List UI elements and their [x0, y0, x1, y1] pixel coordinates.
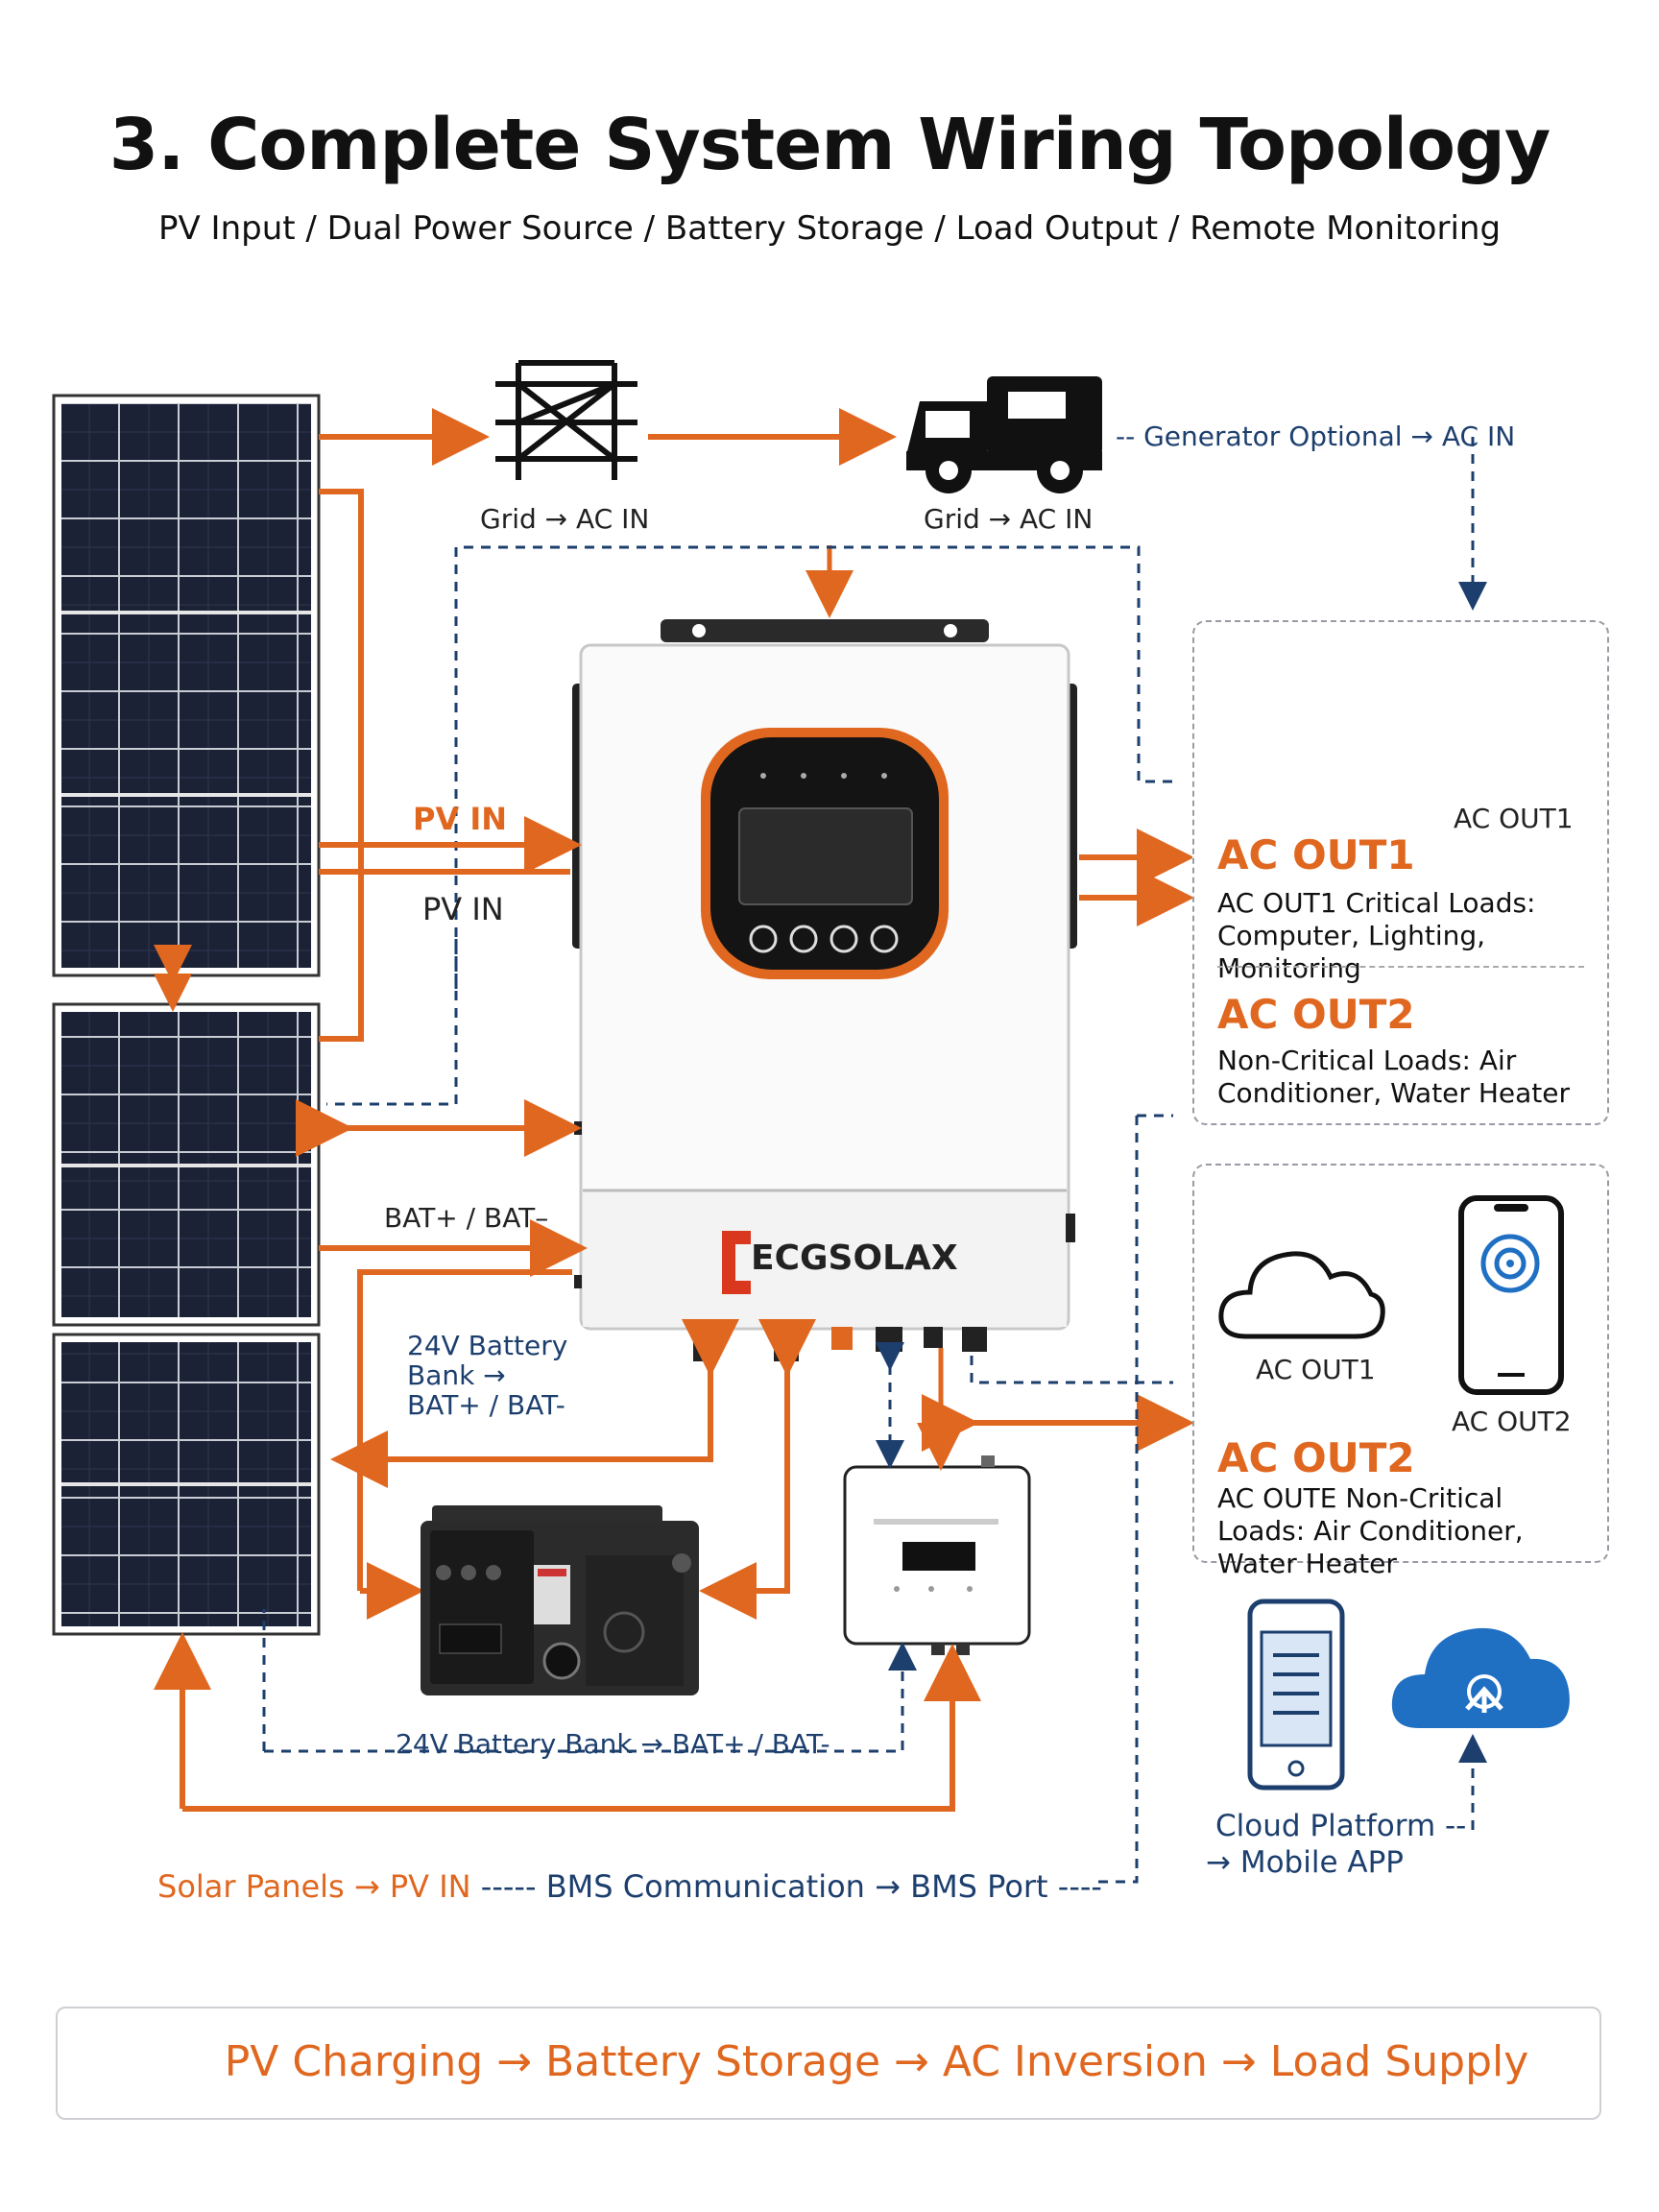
inverter-brand: ECGSOLAX	[751, 1238, 958, 1278]
energy-flow-text: PV Charging → Battery Storage → AC Inver…	[224, 2037, 1529, 2086]
load-box-ac-out	[1192, 620, 1609, 1125]
battery-bank-bottom-label: 24V Battery Bank → BAT+ / BAT-	[396, 1728, 830, 1760]
cloud-platform-label: Cloud Platform --	[1215, 1809, 1467, 1843]
bottom-connection-line: Solar Panels → PV IN ----- BMS Communica…	[157, 1868, 1102, 1905]
grid-label-right: Grid → AC IN	[924, 503, 1094, 535]
mobile-app-icon	[1247, 1599, 1345, 1791]
wifi-monitor-module	[843, 1455, 1031, 1655]
ac-out2-title-2: AC OUT2	[1217, 1434, 1415, 1481]
battery-bank-label-1: 24V Battery	[407, 1330, 568, 1361]
generator-truck-icon	[906, 376, 1102, 493]
ac-out1-description: AC OUT1 Critical Loads: Computer, Lighti…	[1217, 887, 1536, 984]
printer-caption: AC OUT1	[1454, 803, 1574, 834]
smartphone-icon	[1458, 1195, 1564, 1395]
bms-label: BMS Communication → BMS Port	[545, 1868, 1048, 1905]
phone-caption: AC OUT2	[1452, 1406, 1572, 1437]
separator-2: ----	[1057, 1868, 1102, 1905]
pv-in-label: PV IN	[422, 891, 504, 927]
cloud-platform-icon	[1391, 1627, 1570, 1728]
load-box-monitoring	[1192, 1164, 1609, 1563]
solar-pv-label: Solar Panels → PV IN	[157, 1868, 471, 1905]
ac-out2-description: Non-Critical Loads: Air Conditioner, Wat…	[1217, 1045, 1570, 1109]
page-title: 3. Complete System Wiring Topology	[108, 104, 1551, 186]
battery-bank-label-2: Bank →	[407, 1359, 506, 1391]
mobile-app-label: → Mobile APP	[1206, 1845, 1404, 1880]
ac-out2-description-2: AC OUTE Non-Critical Loads: Air Conditio…	[1217, 1482, 1524, 1579]
battery-bank-label-3: BAT+ / BAT-	[407, 1389, 565, 1421]
hybrid-inverter	[572, 619, 1077, 1361]
generator-label: -- Generator Optional → AC IN	[1116, 421, 1516, 452]
page-subtitle: PV Input / Dual Power Source / Battery S…	[157, 209, 1502, 248]
load-divider	[1217, 966, 1584, 968]
ac-out2-title: AC OUT2	[1217, 991, 1415, 1038]
solar-panel-array	[52, 394, 321, 1636]
bat-terminals-label: BAT+ / BAT–	[384, 1202, 549, 1234]
ac-out1-title: AC OUT1	[1217, 831, 1415, 878]
energy-flow-bar: PV Charging → Battery Storage → AC Inver…	[56, 2007, 1601, 2120]
pv-in-label-orange: PV IN	[413, 801, 508, 837]
grid-tower-icon	[495, 360, 637, 480]
cloud-outline-icon	[1218, 1251, 1385, 1339]
separator-1: -----	[480, 1868, 537, 1905]
cloud-caption: AC OUT1	[1256, 1354, 1376, 1385]
battery-pack	[421, 1505, 699, 1695]
grid-label-left: Grid → AC IN	[480, 503, 650, 535]
